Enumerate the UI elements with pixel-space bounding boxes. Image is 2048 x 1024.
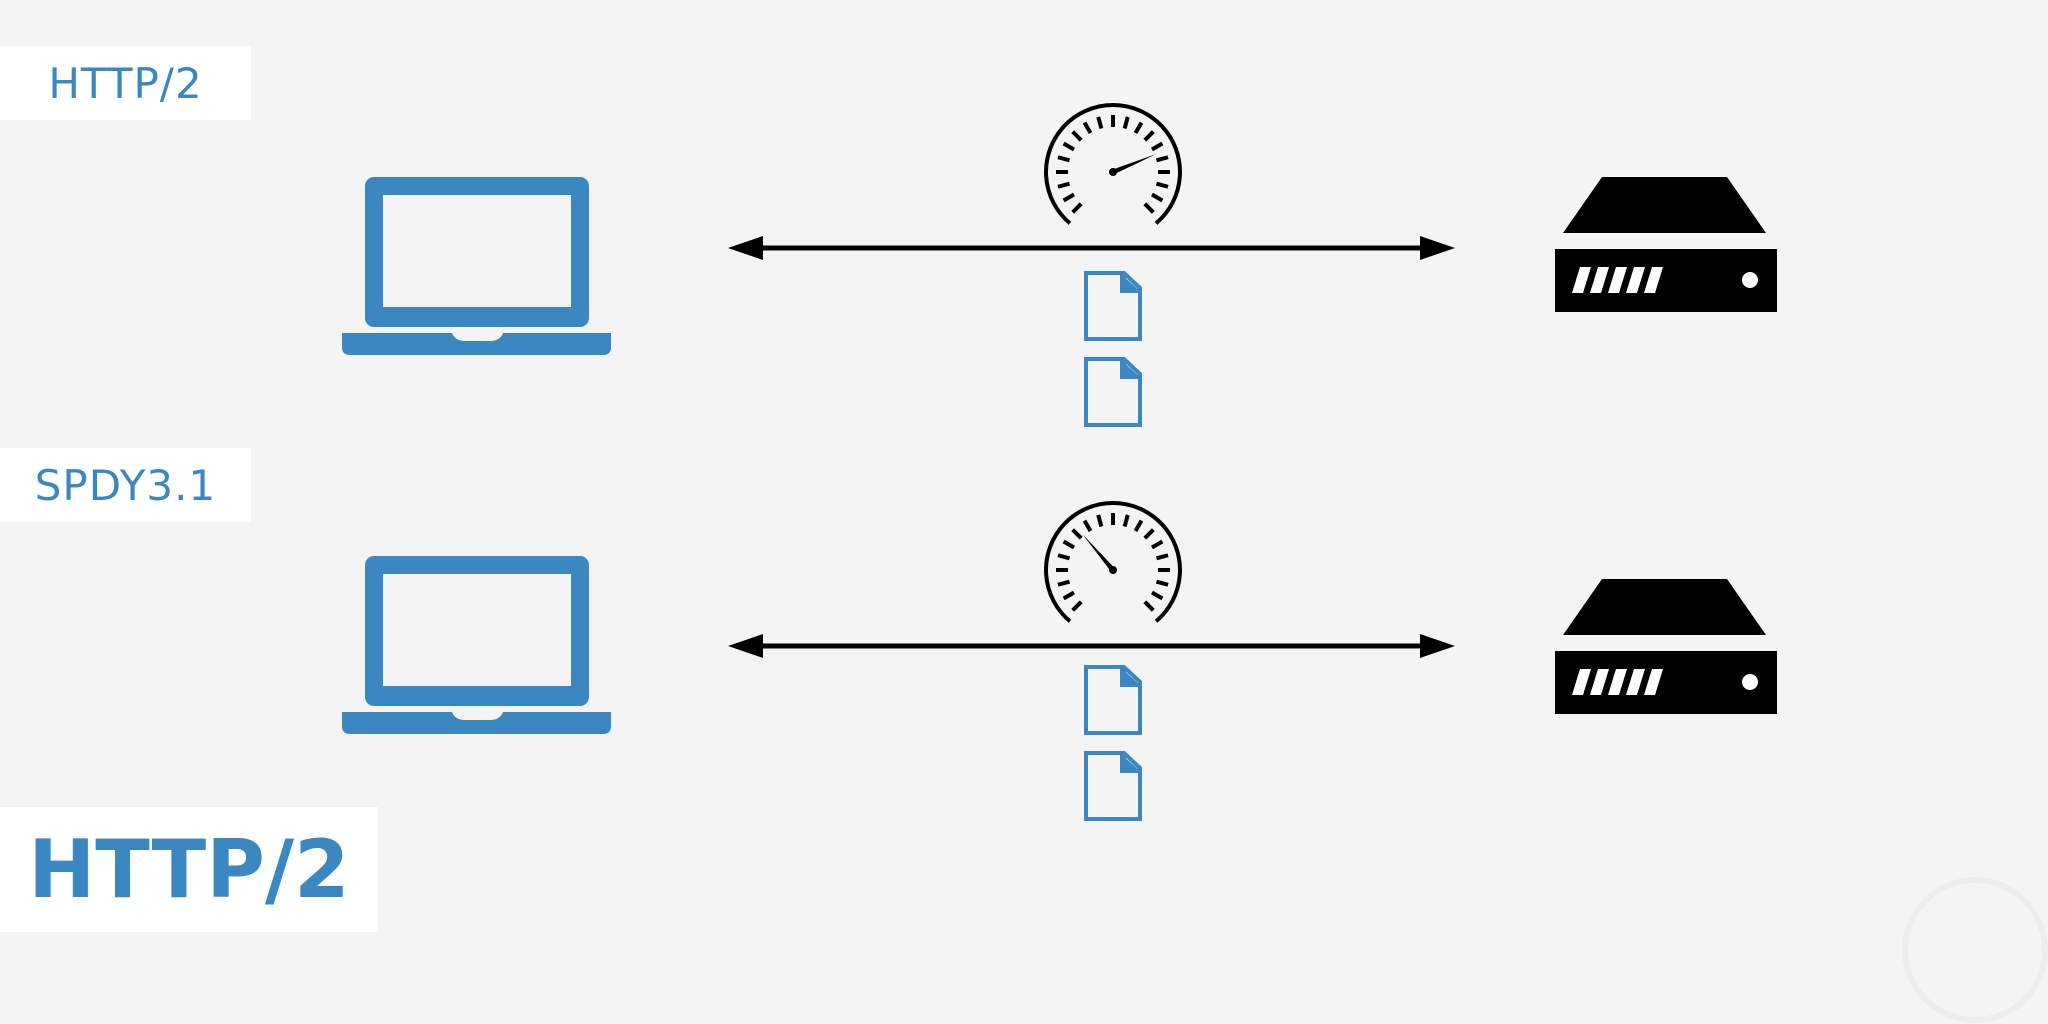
gauge-tick <box>1150 590 1164 601</box>
gauge-tick <box>1150 192 1164 203</box>
gauge-hub <box>1109 168 1117 176</box>
server-icon <box>1555 579 1777 714</box>
gauge-tick <box>1071 600 1083 612</box>
gauge-tick <box>1143 130 1155 142</box>
gauge-tick <box>1155 579 1169 587</box>
gauge-tick <box>1122 514 1130 528</box>
gauge-tick <box>1155 181 1169 189</box>
label-http2-top: HTTP/2 <box>0 46 251 120</box>
label-spdy: SPDY3.1 <box>0 448 251 522</box>
gauge-rim <box>1044 501 1182 623</box>
gauge-hub <box>1109 566 1117 574</box>
gauge-needle <box>1082 534 1115 572</box>
gauge-tick <box>1057 155 1071 163</box>
gauge-tick <box>1057 553 1071 561</box>
gauge-tick <box>1071 202 1083 214</box>
gauge-needle <box>1112 154 1157 175</box>
gauge-tick <box>1155 553 1169 561</box>
gauge-tick <box>1143 600 1155 612</box>
gauge-tick <box>1057 181 1071 189</box>
gauge-tick <box>1071 130 1083 142</box>
gauge-tick <box>1062 590 1076 601</box>
document-icon <box>1084 271 1142 341</box>
speedometer-icon <box>1044 103 1182 225</box>
laptop-icon <box>342 177 611 355</box>
gauge-tick <box>1143 528 1155 540</box>
document-icon <box>1084 665 1142 735</box>
gauge-tick <box>1155 155 1169 163</box>
double-arrow-icon <box>728 634 1455 658</box>
document-icon <box>1084 751 1142 821</box>
document-icon <box>1084 357 1142 427</box>
gauge-tick <box>1143 202 1155 214</box>
row-spdy <box>342 501 1777 821</box>
gauge-tick <box>1082 121 1093 135</box>
gauge-tick <box>1096 116 1104 130</box>
gauge-tick <box>1057 579 1071 587</box>
gauge-rim <box>1044 103 1182 225</box>
double-arrow-icon <box>728 236 1455 260</box>
server-icon <box>1555 177 1777 312</box>
gauge-tick <box>1062 192 1076 203</box>
label-http2-title: HTTP/2 <box>0 807 378 932</box>
watermark-icon <box>1902 877 2048 1023</box>
gauge-tick <box>1150 539 1164 550</box>
laptop-icon <box>342 556 611 734</box>
gauge-tick <box>1150 141 1164 152</box>
gauge-tick <box>1062 539 1076 550</box>
gauge-tick <box>1071 528 1083 540</box>
gauge-tick <box>1122 116 1130 130</box>
gauge-tick <box>1062 141 1076 152</box>
speedometer-icon <box>1044 501 1182 623</box>
gauge-tick <box>1133 121 1144 135</box>
gauge-tick <box>1096 514 1104 528</box>
row-http2 <box>342 103 1777 427</box>
gauge-tick <box>1082 519 1093 533</box>
gauge-tick <box>1133 519 1144 533</box>
